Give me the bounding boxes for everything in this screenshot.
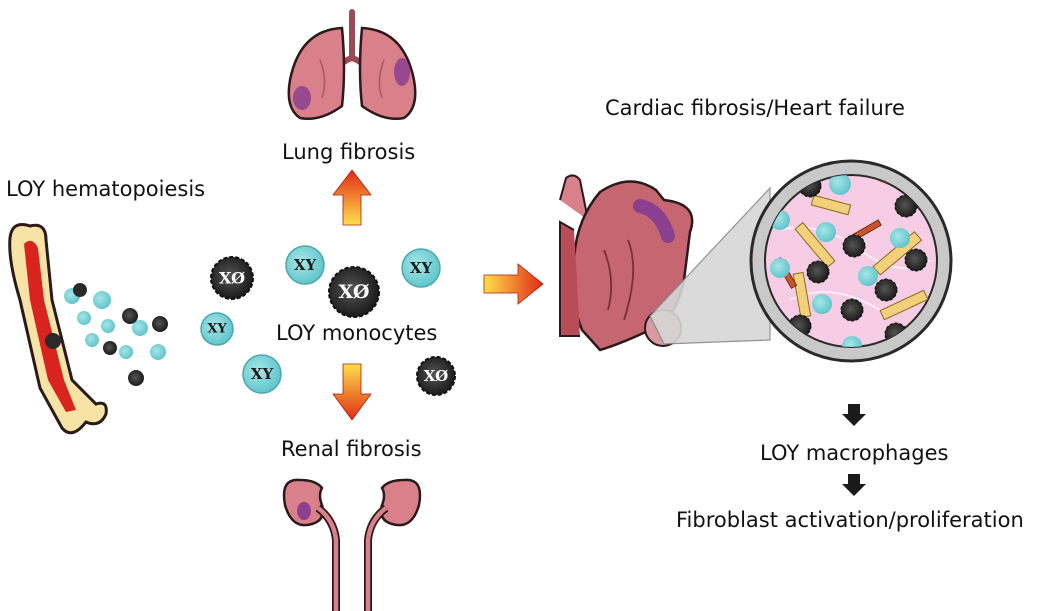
magnifier-cone	[649, 186, 771, 345]
cluster-cells	[200, 245, 456, 396]
bone-icon	[8, 223, 108, 435]
x0-cell-label: XØ	[219, 269, 245, 288]
xy-cell	[285, 245, 325, 285]
loy-monocytes-label: LOY monocytes	[276, 321, 438, 345]
cardiac-fibrosis-title: Cardiac fibrosis/Heart failure	[605, 96, 905, 120]
arrow-up-lung	[332, 169, 372, 226]
arrow-right-heart	[483, 263, 544, 305]
fibroblast-activation-label: Fibroblast activation/proliferation	[676, 508, 1024, 532]
xy-cell-label: XY	[251, 365, 274, 383]
renal-fibrosis-label: Renal fibrosis	[281, 437, 422, 461]
xy-cell-label: XY	[207, 322, 227, 337]
arrow-down-fibroblast	[842, 474, 866, 496]
xy-cell	[242, 354, 282, 394]
xy-cell-label: XY	[294, 256, 317, 274]
x0-cell-label: XØ	[339, 281, 370, 303]
lung-fibrosis-label: Lung fibrosis	[282, 140, 416, 164]
xy-cell-label: XY	[410, 259, 433, 277]
x0-cell	[416, 356, 456, 396]
lungs-icon	[287, 9, 417, 120]
xy-cell	[200, 312, 234, 346]
arrow-down-macrophages	[842, 404, 866, 426]
loy-macrophages-label: LOY macrophages	[760, 441, 949, 465]
arrow-down-renal	[332, 363, 372, 421]
marrow-cells	[64, 283, 168, 386]
x0-cell	[328, 266, 380, 318]
kidneys-icon	[282, 478, 422, 611]
x0-cell-label: XØ	[424, 367, 448, 385]
x0-cell	[210, 256, 254, 300]
xy-cell	[401, 248, 441, 288]
loy-hematopoiesis-label: LOY hematopoiesis	[6, 177, 206, 201]
